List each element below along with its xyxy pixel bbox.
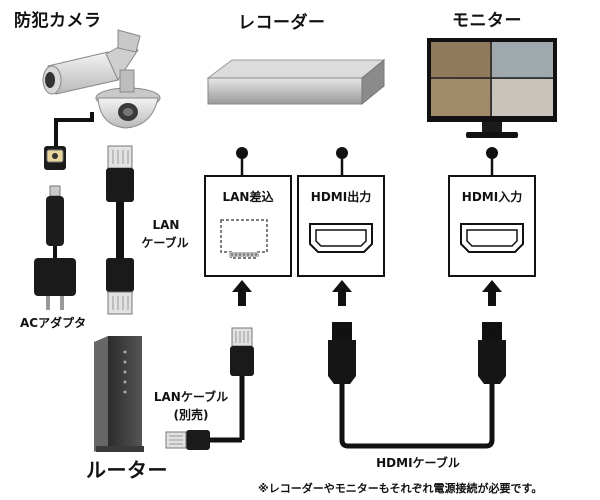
lan-cable-icon (106, 145, 134, 315)
lan-cable-label-line2: ケーブル (141, 236, 189, 250)
camera-title: 防犯カメラ (14, 11, 102, 31)
camera-cable (54, 112, 94, 146)
hdmi-cable-label: HDMIケーブル (376, 456, 460, 470)
monitor-icon (427, 38, 557, 138)
lan-in-port-label: LAN差込 (222, 190, 274, 204)
lan-cable-sold-label-line2: (別売) (173, 408, 209, 422)
camera-icon (42, 29, 161, 129)
hdmi-out-port-panel (297, 175, 385, 277)
port-leaders (236, 147, 498, 176)
hdmi-cable-icon (328, 322, 506, 449)
hdmi-in-port-label: HDMI入力 (461, 190, 523, 204)
router-lan-cable-icon (165, 327, 254, 450)
ac-adapter-label: ACアダプタ (20, 316, 87, 330)
hdmi-in-port-panel (448, 175, 536, 277)
hdmi-out-port-label: HDMI出力 (310, 190, 372, 204)
router-icon (94, 336, 144, 452)
up-arrow-icons (232, 280, 502, 306)
recorder-title: レコーダー (238, 13, 326, 33)
ac-adapter-icon (34, 258, 76, 310)
dc-connector-icon (44, 146, 66, 260)
lan-cable-sold-label-line1: LANケーブル (153, 390, 229, 404)
lan-port-panel (204, 175, 292, 277)
router-label: ルーター (86, 458, 168, 482)
recorder-icon (206, 58, 386, 106)
monitor-title: モニター (452, 11, 522, 31)
power-footnote: ※レコーダーやモニターもそれぞれ電源接続が必要です。 (258, 482, 543, 495)
lan-cable-label-line1: LAN (152, 218, 180, 232)
